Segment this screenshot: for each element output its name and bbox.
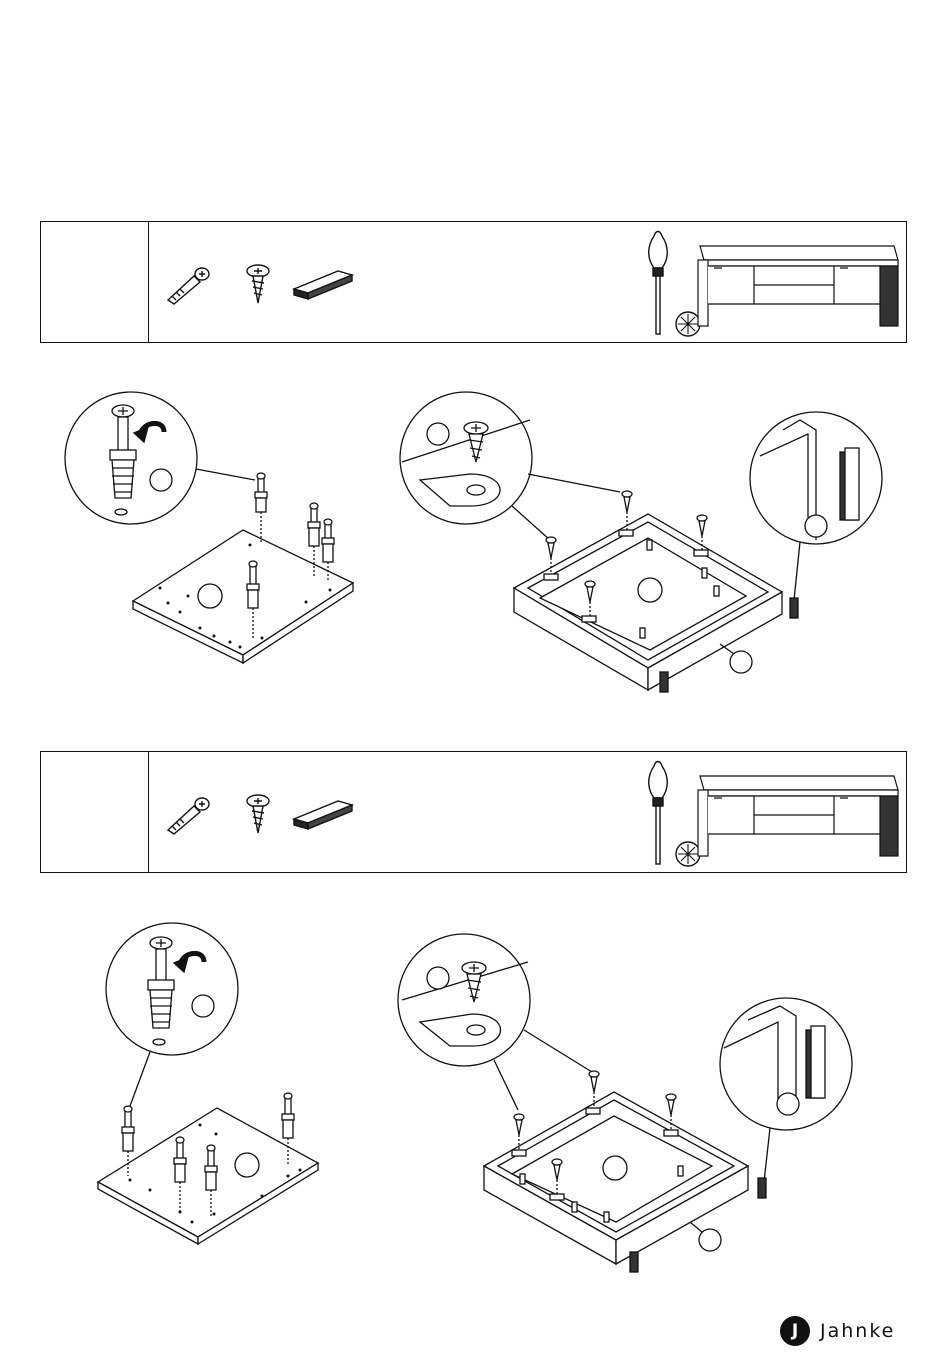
brand-logo: J Jahnke — [780, 1315, 915, 1347]
logo-wordmark: Jahnke — [820, 1320, 895, 1342]
logo-mark: J — [780, 1316, 810, 1346]
